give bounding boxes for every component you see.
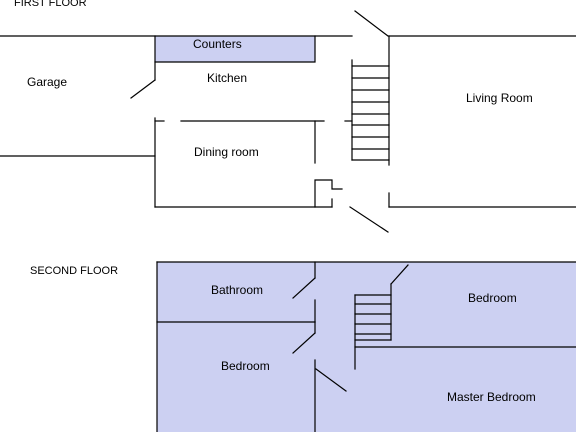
- sf-bathroom-door: [292, 277, 316, 299]
- dining-room-label: Dining room: [194, 145, 259, 159]
- closet-outline: [314, 179, 343, 208]
- door-garage-kitchen: [130, 79, 156, 99]
- sf-master-door: [315, 368, 347, 392]
- living-room-label: Living Room: [466, 91, 533, 105]
- first-floor-walls: [0, 10, 576, 233]
- second-floor-stairs: [354, 294, 392, 341]
- top-door: [354, 10, 389, 37]
- first-floor-stairs: [351, 59, 390, 161]
- garage-label: Garage: [27, 75, 68, 89]
- first-floor-title: FIRST FLOOR: [14, 0, 87, 9]
- bedroom-lower-left-label: Bedroom: [221, 359, 270, 373]
- sf-bedroom-door: [292, 332, 316, 354]
- second-floor-walls: [156, 261, 576, 432]
- counters-outline: [154, 35, 316, 63]
- bathroom-label: Bathroom: [211, 283, 264, 297]
- counters-area: [155, 36, 315, 62]
- bedroom-upper-right-label: Bedroom: [468, 291, 517, 305]
- sf-stair-door: [390, 264, 409, 285]
- kitchen-label: Kitchen: [207, 71, 248, 85]
- counters-label: Counters: [193, 37, 242, 51]
- front-door: [349, 206, 389, 233]
- master-bedroom-label: Master Bedroom: [447, 390, 536, 404]
- second-floor-title: SECOND FLOOR: [30, 265, 119, 277]
